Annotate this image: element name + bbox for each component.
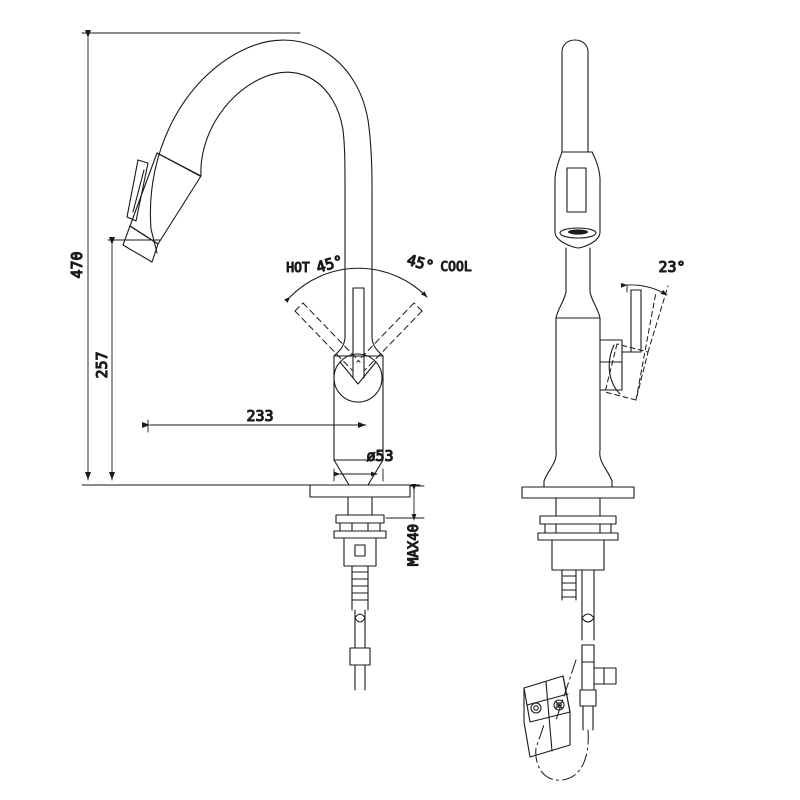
dimension-spout-reach [142, 419, 367, 433]
handle-position-hot [294, 302, 361, 371]
label-tilt-angle: 23° [658, 258, 685, 276]
front-elevation-view: 470 257 233 ø53 MAX40 HOT 45° 45° COOL [67, 30, 472, 691]
pull-down-spray-head [122, 152, 202, 263]
counterweight [523, 675, 571, 758]
swing-arc [284, 267, 428, 303]
dimension-deck-thickness [385, 484, 425, 521]
supply-hose-loop [535, 659, 589, 781]
tilt-arc [620, 282, 668, 296]
label-cool: COOL [440, 260, 471, 275]
faucet-body-side [543, 247, 623, 488]
handle-tilt-solid-edge [608, 344, 621, 395]
mounting-hardware-side [537, 497, 619, 731]
lever-handle-side [621, 289, 642, 353]
handle-pivot [333, 353, 383, 403]
mounting-base-side [521, 486, 635, 499]
dimension-spout-height [107, 237, 161, 481]
label-overall-height: 470 [68, 251, 86, 278]
dimension-overall-height [81, 30, 421, 486]
dimension-base-diameter [333, 468, 384, 482]
label-spout-reach: 233 [246, 407, 273, 425]
mounting-base [309, 459, 411, 498]
label-spout-height: 257 [93, 351, 111, 378]
label-base-diameter: ø53 [366, 447, 393, 465]
handle-position-cool [356, 302, 423, 371]
label-hot-angle: 45° [314, 252, 345, 277]
side-elevation-view: 23° [521, 39, 686, 781]
label-cool-angle: 45° [405, 251, 436, 276]
label-deck-thickness: MAX40 [406, 524, 422, 566]
lever-handle [352, 287, 365, 379]
spray-head-side [554, 39, 601, 249]
mounting-hardware [333, 496, 387, 691]
label-hot: HOT [286, 261, 310, 276]
handle-position-lifted [604, 285, 669, 401]
faucet-body [333, 299, 384, 461]
